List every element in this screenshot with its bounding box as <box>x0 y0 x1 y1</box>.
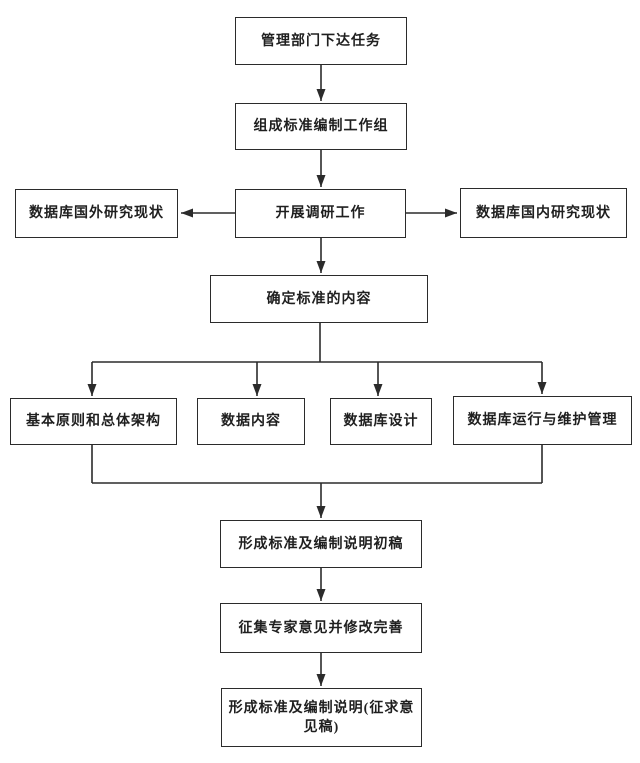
node-form-standard-for-comments: 形成标准及编制说明(征求意见稿) <box>221 688 422 747</box>
node-form-draft: 形成标准及编制说明初稿 <box>220 520 422 568</box>
node-database-design: 数据库设计 <box>330 398 432 445</box>
node-basic-principles-architecture: 基本原则和总体架构 <box>10 398 177 445</box>
node-collect-expert-opinions: 征集专家意见并修改完善 <box>220 603 422 653</box>
node-task-assignment: 管理部门下达任务 <box>235 17 407 65</box>
node-conduct-research: 开展调研工作 <box>235 189 406 238</box>
node-data-content: 数据内容 <box>197 398 305 445</box>
node-form-workgroup: 组成标准编制工作组 <box>235 103 407 150</box>
node-domestic-research-status: 数据库国内研究现状 <box>460 188 627 238</box>
node-determine-standard-content: 确定标准的内容 <box>210 275 428 323</box>
node-database-operation-maintenance: 数据库运行与维护管理 <box>453 396 632 445</box>
node-foreign-research-status: 数据库国外研究现状 <box>15 189 178 238</box>
